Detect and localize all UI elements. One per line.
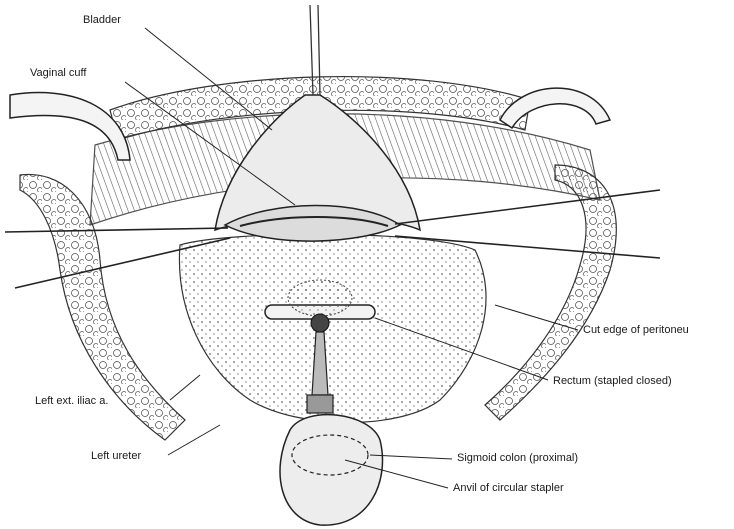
stapler-spike xyxy=(311,314,329,332)
sigmoid-label: Sigmoid colon (proximal) xyxy=(457,452,578,465)
suture-left-upper xyxy=(5,228,228,232)
anvil-label: Anvil of circular stapler xyxy=(453,482,564,495)
cut-edge-label: Cut edge of peritoneu xyxy=(583,324,689,337)
sigmoid-colon-shape xyxy=(280,415,383,526)
left-iliac-label: Left ext. iliac a. xyxy=(35,395,108,408)
leader-left-iliac xyxy=(170,375,200,400)
left-ureter-label: Left ureter xyxy=(91,450,141,463)
suture-right-upper xyxy=(395,190,660,224)
pelvic-floor xyxy=(179,234,486,422)
right-retractor xyxy=(500,88,610,128)
rectum-label: Rectum (stapled closed) xyxy=(553,375,672,388)
bladder-label: Bladder xyxy=(83,14,121,27)
vaginal-cuff-label: Vaginal cuff xyxy=(30,67,86,80)
